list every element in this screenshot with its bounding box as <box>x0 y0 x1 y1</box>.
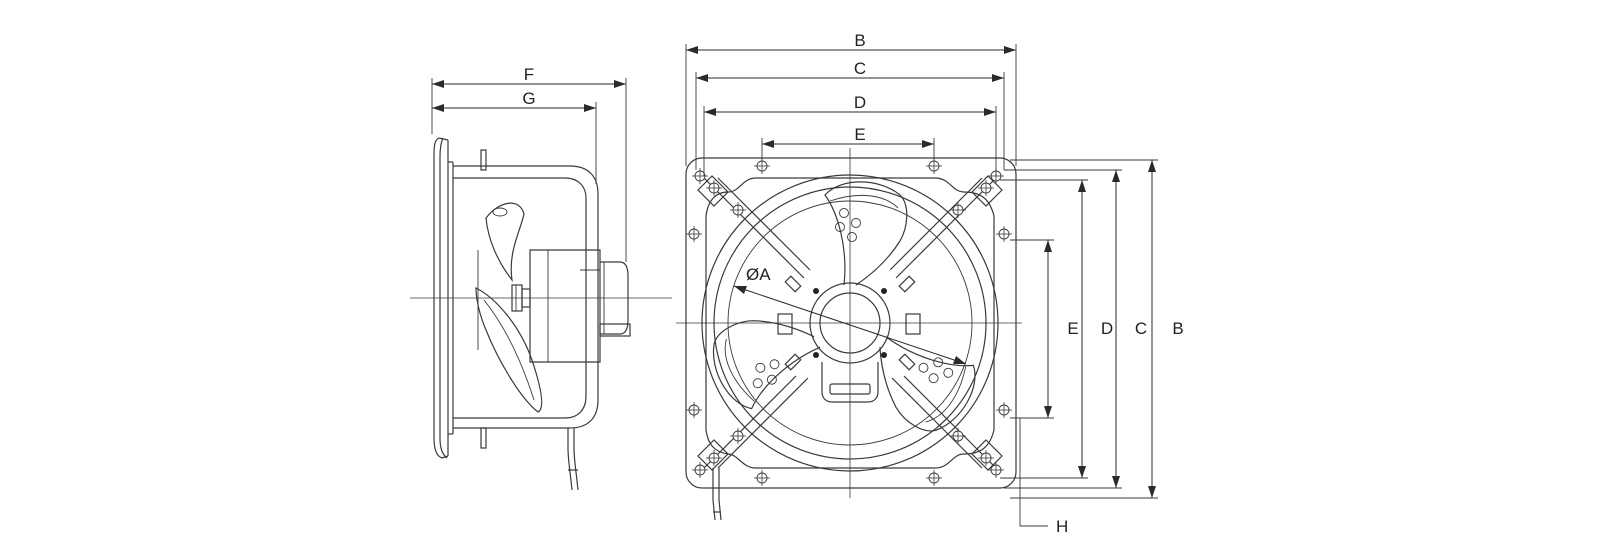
label-top-d: D <box>854 93 866 112</box>
label-top-b: B <box>854 31 865 50</box>
front-view <box>676 148 1022 521</box>
label-diameter-a: ØA <box>746 265 771 284</box>
label-right-b: B <box>1172 319 1183 338</box>
label-right-c: C <box>1135 319 1147 338</box>
strut-arms <box>697 175 1003 471</box>
label-top-c: C <box>854 59 866 78</box>
label-side-g: G <box>522 89 535 108</box>
side-view <box>410 137 672 491</box>
dimension-labels: F G B C D E ØA E D C B H <box>522 31 1183 536</box>
label-top-e: E <box>854 125 865 144</box>
dimension-lines <box>431 44 1158 527</box>
label-right-d: D <box>1101 319 1113 338</box>
label-side-f: F <box>524 65 534 84</box>
label-flange-h: H <box>1056 517 1068 536</box>
label-right-e: E <box>1067 319 1078 338</box>
